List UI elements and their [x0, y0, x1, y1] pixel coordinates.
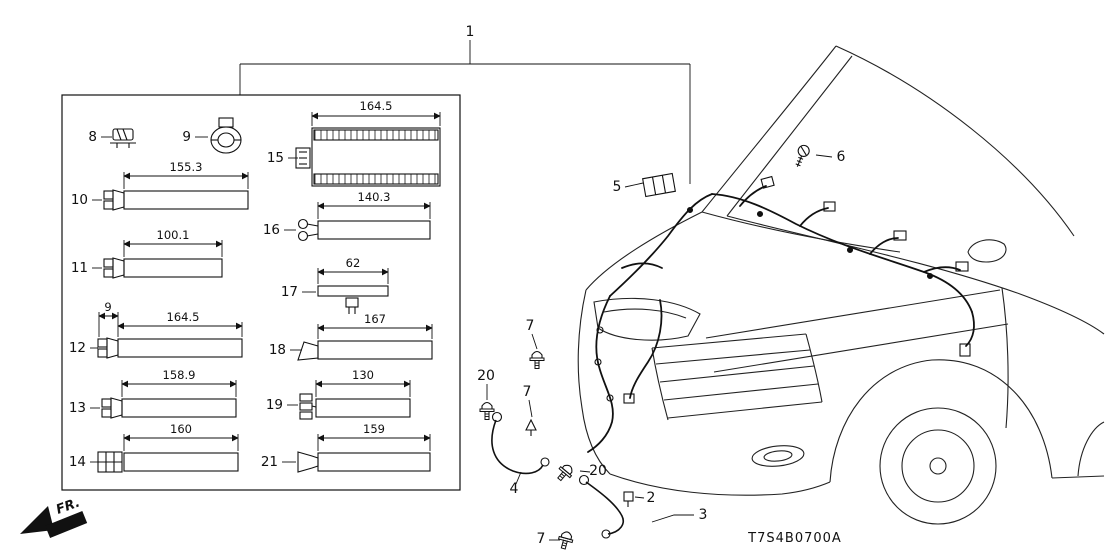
ground-cable-4: [491, 411, 550, 475]
ground-cable-3: [578, 474, 624, 539]
callout-20a: 20: [477, 368, 495, 384]
callout-4: 4: [510, 481, 519, 497]
part-item-9: 9: [182, 117, 242, 154]
part-item-13: 13 158.9: [69, 368, 237, 419]
part-item-17: 17 62: [281, 256, 389, 314]
harness-connectors: [594, 175, 971, 404]
dim-value-18: 167: [364, 312, 386, 326]
part-ref-8: 8: [88, 129, 97, 145]
bolt-20b-icon: [553, 461, 577, 485]
dim-value-10: 155.3: [170, 160, 203, 174]
bolt-20a-icon: [479, 401, 495, 421]
parts-box: 8 9 15: [61, 94, 461, 491]
callout-1-leader: [239, 40, 691, 184]
callout-1: 1: [466, 24, 475, 40]
part-item-10: 10 155.3: [71, 160, 249, 211]
part-ref-14: 14: [69, 454, 86, 470]
part-ref-17: 17: [281, 284, 298, 300]
part-item-11: 11 100.1: [71, 228, 223, 279]
dim-value-21: 159: [363, 422, 385, 436]
clip-connector-icon: [110, 128, 136, 148]
part-ref-21: 21: [261, 454, 278, 470]
dim-value-19: 130: [352, 368, 374, 382]
dim-value-13: 158.9: [163, 368, 196, 382]
dim-value-16: 140.3: [358, 190, 391, 204]
fr-direction-arrow: FR.: [20, 495, 88, 538]
part-ref-9: 9: [182, 129, 191, 145]
part-item-16: 16 140.3: [263, 190, 431, 242]
grommet-icon: [210, 117, 242, 154]
callout-3-leader: [651, 514, 694, 523]
part-ref-12: 12: [69, 340, 86, 356]
screw-6-icon: [795, 144, 810, 167]
part-item-14: 14 160: [69, 422, 239, 473]
callout-3: 3: [699, 507, 708, 523]
connector-5-block: [642, 172, 676, 198]
callout-2: 2: [647, 490, 656, 506]
clip-7b-icon: [525, 419, 537, 437]
bolt-7a-icon: [529, 350, 545, 370]
part-ref-16: 16: [263, 222, 280, 238]
vehicle-outline: [577, 45, 1105, 525]
part-ref-18: 18: [269, 342, 286, 358]
dim-value-17: 62: [346, 256, 361, 270]
part-item-8: 8: [88, 128, 136, 148]
callout-6: 6: [837, 149, 846, 165]
dim-value-15: 164.5: [360, 99, 393, 113]
part-ref-11: 11: [71, 260, 88, 276]
callout-7c: 7: [537, 531, 546, 547]
part-item-21: 21 159: [261, 422, 431, 473]
part-ref-13: 13: [69, 400, 86, 416]
part-item-18: 18 167: [269, 312, 433, 361]
dim-value-14: 160: [170, 422, 192, 436]
dimension-15: [311, 112, 441, 126]
diagram-part-code: T7S4B0700A: [747, 531, 842, 546]
part-item-19: 19 130: [266, 368, 411, 420]
part-ref-15: 15: [267, 150, 284, 166]
part-item-12: 12 9 164.5: [69, 300, 243, 359]
callout-5: 5: [613, 179, 622, 195]
callout-7a: 7: [526, 318, 535, 334]
dim-value-12: 164.5: [167, 310, 200, 324]
clip-2-icon: [623, 491, 634, 507]
callout-7b: 7: [523, 384, 532, 400]
dim-value-12b: 9: [104, 300, 111, 314]
parts-box-border: [61, 94, 461, 491]
wire-harness: [587, 185, 975, 453]
part-item-15: 15 164.5: [267, 99, 441, 187]
part-ref-19: 19: [266, 397, 283, 413]
callout-20b: 20: [589, 463, 607, 479]
dim-value-11: 100.1: [157, 228, 190, 242]
part-ref-10: 10: [71, 192, 88, 208]
